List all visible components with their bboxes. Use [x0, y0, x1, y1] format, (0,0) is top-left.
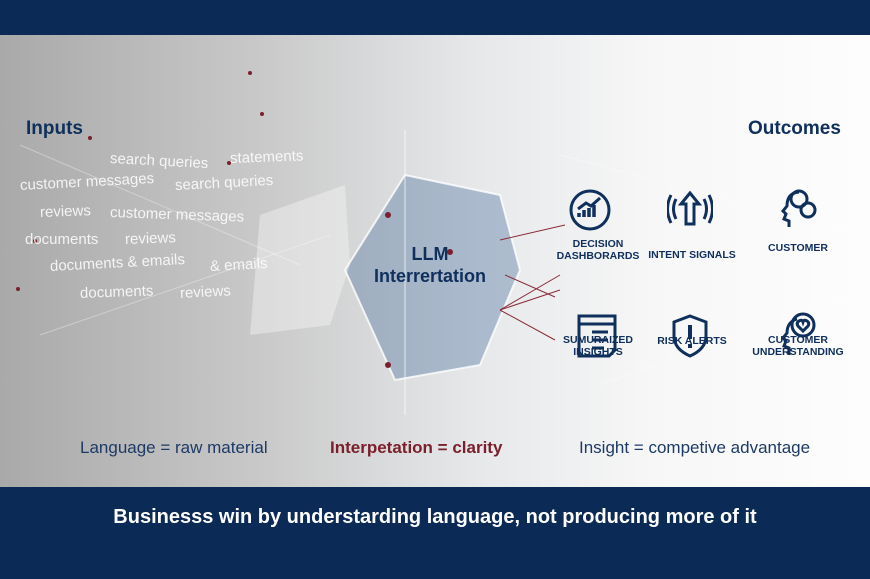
input-word: statements [229, 147, 304, 167]
input-word: documents [79, 282, 154, 302]
infographic-canvas: Inputs Outcomes search queries customer … [0, 35, 870, 487]
outcome-customer-understanding: CUSTOMER UNDERSTANDING [752, 334, 844, 358]
network-background [16, 71, 861, 415]
connector-arrows [499, 224, 566, 341]
bottom-banner: Businesss win by understarding language,… [0, 487, 870, 579]
data-points [16, 71, 453, 368]
caption-insight: Insight = competive advantage [579, 438, 811, 457]
llm-line2: Interrertation [373, 266, 487, 286]
llm-line1: LLM [411, 244, 449, 264]
input-word: documents [25, 231, 99, 248]
customer-chat-icon [780, 189, 817, 227]
llm-interpretation-label: LLM Interrertation [360, 243, 500, 287]
dashboard-gauge-icon [569, 189, 611, 231]
signal-arrow-icon [667, 190, 713, 226]
outcome-decision-dashboards: DECISION DASHBORARDS [556, 238, 640, 262]
outcome-intent-signals: INTENT SIGNALS [648, 249, 736, 261]
shield-alert-icon [672, 314, 708, 358]
caption-language: Language = raw material [80, 438, 268, 457]
outcome-summarized-insights: SUMURAIZED INSIGHTS [563, 334, 633, 358]
outcome-customer: CUSTOMER [768, 242, 828, 254]
outcomes-heading: Outcomes [748, 118, 841, 139]
input-word: reviews [179, 282, 232, 302]
input-word: reviews [124, 229, 177, 248]
outcome-risk-alerts: RISK ALERTS [657, 335, 727, 347]
input-word: & emails [209, 255, 268, 275]
document-list-icon [577, 314, 617, 358]
top-banner [0, 0, 870, 35]
tagline: Businesss win by understarding language,… [113, 506, 757, 528]
inputs-heading: Inputs [26, 118, 83, 139]
caption-interpretation: Interpetation = clarity [330, 438, 503, 457]
head-heart-icon [780, 312, 816, 355]
input-word: reviews [39, 202, 92, 221]
